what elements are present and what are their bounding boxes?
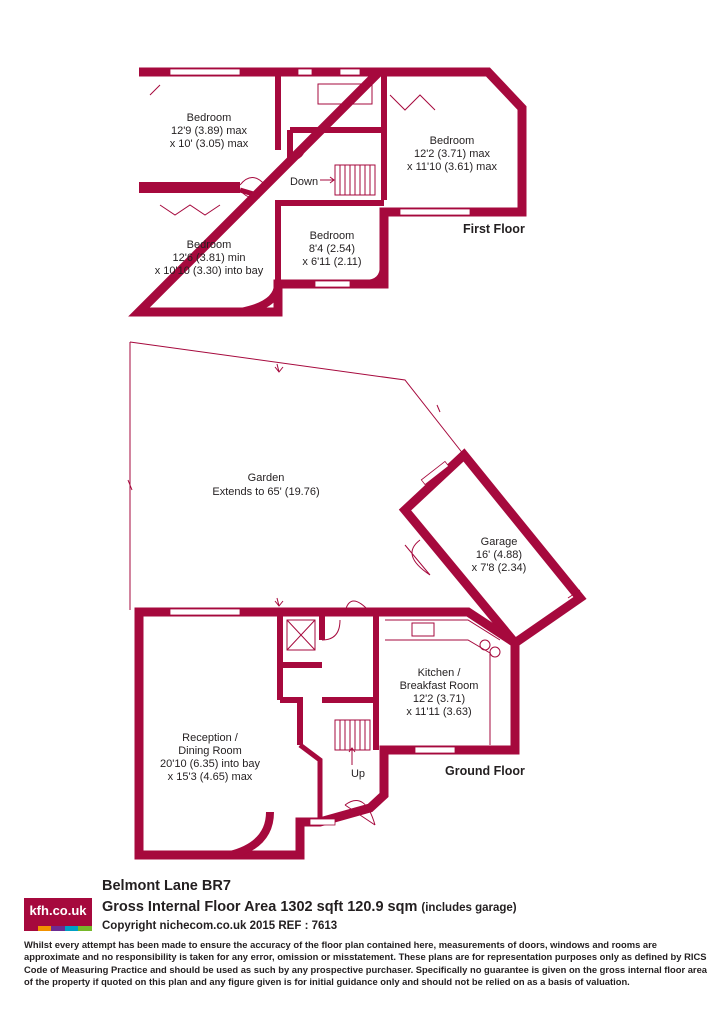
floor-area-text: Gross Internal Floor Area 1302 sqft 120.… — [102, 899, 418, 915]
reception-dim2: x 15'3 (4.65) max — [168, 771, 253, 783]
stairs-up-label: Up — [351, 768, 365, 780]
floor-area-note: (includes garage) — [421, 902, 517, 914]
stairs-down — [320, 164, 376, 196]
bedroom-2-dim1: 12'2 (3.71) max — [414, 148, 491, 160]
property-address: Belmont Lane BR7 — [102, 878, 231, 894]
kitchen-name-2: Breakfast Room — [400, 680, 479, 692]
floor-area: Gross Internal Floor Area 1302 sqft 120.… — [102, 899, 517, 915]
stairs-up — [334, 719, 371, 765]
garden-name: Garden — [248, 472, 285, 484]
kitchen-dim1: 12'2 (3.71) — [413, 693, 465, 705]
garden-dim: Extends to 65' (19.76) — [212, 486, 319, 498]
first-floor-plan: Bedroom 12'9 (3.89) max x 10' (3.05) max… — [128, 67, 527, 317]
kfh-logo: kfh.co.uk — [24, 898, 92, 931]
reception-name-2: Dining Room — [178, 745, 242, 757]
bedroom-4-dim2: x 6'11 (2.11) — [302, 256, 361, 268]
reception-dim1: 20'10 (6.35) into bay — [160, 758, 260, 770]
garage-name: Garage — [481, 536, 518, 548]
garage-dim2: x 7'8 (2.34) — [472, 562, 527, 574]
bedroom-1-name: Bedroom — [187, 112, 232, 124]
bedroom-4-dim1: 8'4 (2.54) — [309, 243, 355, 255]
ground-floor-label: Ground Floor — [445, 764, 525, 778]
garage: Garage 16' (4.88) x 7'8 (2.34) — [398, 448, 587, 650]
bedroom-3-name: Bedroom — [187, 239, 232, 251]
kitchen-name-1: Kitchen / — [418, 667, 462, 679]
reception-name-1: Reception / — [182, 732, 239, 744]
bedroom-2-dim2: x 11'10 (3.61) max — [407, 161, 497, 173]
disclaimer: Whilst every attempt has been made to en… — [24, 939, 708, 987]
stairs-down-label: Down — [290, 176, 318, 188]
logo-color-bar — [24, 926, 92, 931]
bedroom-1-dim2: x 10' (3.05) max — [170, 138, 249, 150]
bedroom-2-name: Bedroom — [430, 135, 475, 147]
logo-text: kfh.co.uk — [29, 903, 87, 918]
bedroom-1-dim1: 12'9 (3.89) max — [171, 125, 248, 137]
kitchen-dim2: x 11'11 (3.63) — [406, 706, 471, 718]
garden-area: Garden Extends to 65' (19.76) — [127, 341, 465, 610]
ground-floor-plan: Kitchen / Breakfast Room 12'2 (3.71) x 1… — [134, 597, 525, 860]
bedroom-3-dim2: x 10'10 (3.30) into bay — [155, 265, 264, 277]
bedroom-4-name: Bedroom — [310, 230, 355, 242]
first-floor-label: First Floor — [463, 222, 525, 236]
bedroom-3-dim1: 12'6 (3.81) min — [172, 252, 245, 264]
copyright: Copyright nichecom.co.uk 2015 REF : 7613 — [102, 920, 338, 932]
garage-dim1: 16' (4.88) — [476, 549, 522, 561]
